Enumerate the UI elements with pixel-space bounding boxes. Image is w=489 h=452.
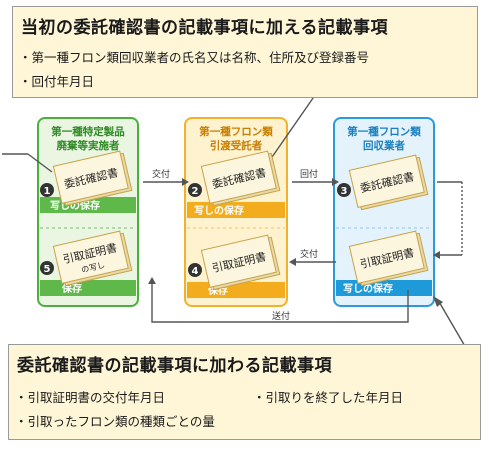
copy-kept-bar: [187, 202, 285, 218]
copy-kept-label: 写しの保存: [343, 282, 393, 295]
leader-top-note: [269, 87, 321, 161]
party-title-consignee-1: 第一種フロン類: [199, 125, 273, 138]
document-consignment-1: 委託確認書: [52, 150, 133, 207]
party-title-disposer-1: 第一種特定製品: [51, 125, 125, 138]
flow-arrows: [2, 87, 467, 349]
step-marker-2: 2: [188, 183, 202, 197]
copy-kept-label: 写しの保存: [194, 204, 244, 217]
note-item: ・引取りを終了した年月日: [253, 390, 404, 405]
document-consignment-2: 委託確認書: [200, 150, 281, 207]
leader-bottom-note: [437, 299, 467, 349]
note-item: ・回付年月日: [19, 74, 95, 89]
svg-text:4: 4: [192, 266, 199, 277]
note-item: ・第一種フロン類回収業者の氏名又は名称、住所及び登録番号: [19, 50, 370, 65]
party-title-collector-1: 第一種フロン類: [347, 125, 421, 138]
svg-text:1: 1: [44, 186, 51, 197]
svg-text:2: 2: [192, 186, 199, 197]
note-item: ・引取ったフロン類の種類ごとの量: [15, 414, 215, 429]
document-certificate-consignee: 引取証明書: [200, 234, 281, 291]
party-title-disposer-2: 廃棄等実施者: [57, 139, 120, 152]
svg-text:5: 5: [44, 264, 51, 275]
step-marker-5: 5: [40, 261, 54, 275]
note-item: ・引取証明書の交付年月日: [15, 390, 166, 405]
flow-label-circulate: 回付: [300, 169, 318, 180]
added-items-note: 当初の委託確認書の記載事項に加える記載事項 ・第一種フロン類回収業者の氏名又は名…: [12, 6, 478, 98]
document-certificate-copy: 引取証明書 の写し: [52, 230, 133, 287]
flow-label-send: 送付: [272, 310, 290, 322]
flow-label-deliver-1: 交付: [152, 168, 170, 180]
document-consignment-3: 委託確認書: [348, 154, 429, 211]
kept-bar: [40, 280, 136, 296]
party-title-collector-2: 回収業者: [363, 139, 405, 152]
flow-label-deliver-2: 交付: [300, 248, 318, 260]
svg-text:3: 3: [341, 186, 348, 197]
document-certificate-collector: 引取証明書: [348, 230, 429, 287]
extra-items-note: 委託確認書の記載事項に加わる記載事項 ・引取証明書の交付年月日 ・引取りを終了し…: [8, 344, 481, 440]
arrow-send: [151, 284, 409, 323]
note-heading: 当初の委託確認書の記載事項に加える記載事項: [21, 18, 388, 38]
step-marker-3: 3: [337, 183, 351, 197]
note-heading: 委託確認書の記載事項に加わる記載事項: [17, 356, 332, 376]
step-marker-1: 1: [40, 183, 54, 197]
party-title-consignee-2: 引渡受託者: [210, 139, 263, 152]
step-marker-4: 4: [188, 263, 202, 277]
